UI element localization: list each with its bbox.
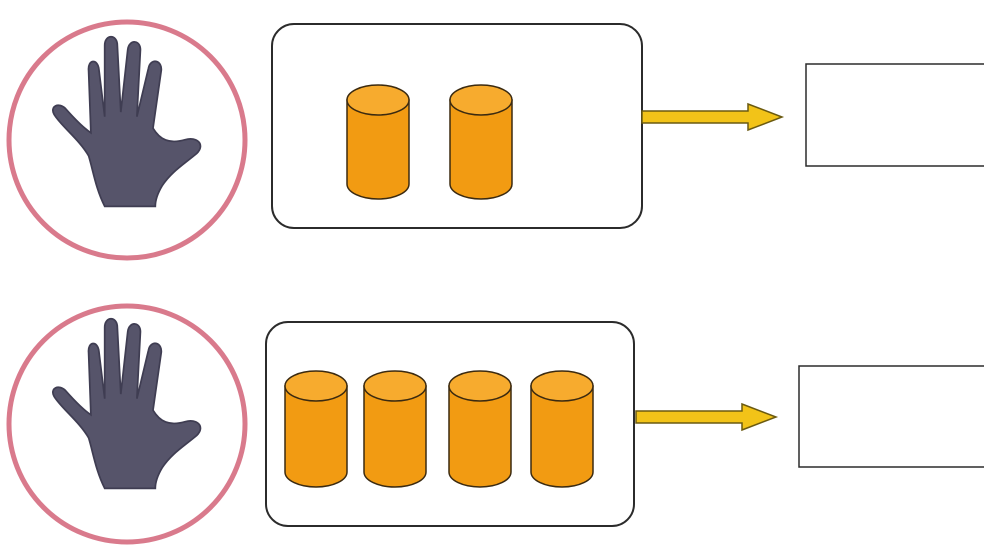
- cylinder-top: [449, 84, 513, 116]
- row-1: [6, 19, 984, 261]
- right-arrow-icon: [641, 102, 785, 132]
- cylinder-icon: [284, 370, 348, 488]
- cylinder-icon: [448, 370, 512, 488]
- cylinder-body: [346, 99, 410, 200]
- cylinder-icon: [363, 370, 427, 488]
- cylinder-top: [284, 370, 348, 402]
- answer-box-1[interactable]: [805, 63, 984, 167]
- hand-circle-2: [6, 303, 248, 545]
- cylinder-icon: [449, 84, 513, 200]
- open-hand-icon: [51, 35, 202, 208]
- hand-circle-1: [6, 19, 248, 261]
- circle-ring: [6, 19, 248, 261]
- cylinder-icon: [530, 370, 594, 488]
- cylinder-body: [530, 385, 594, 488]
- cylinder-top: [530, 370, 594, 402]
- cylinder-group-2: [284, 370, 594, 488]
- row-2: [6, 303, 984, 545]
- cylinder-top: [448, 370, 512, 402]
- cylinder-top: [363, 370, 427, 402]
- circle-ring: [6, 303, 248, 545]
- open-hand-icon: [51, 317, 202, 490]
- cylinder-group-1: [346, 84, 513, 200]
- answer-box-2[interactable]: [798, 365, 984, 468]
- cylinder-body: [284, 385, 348, 488]
- cylinder-body: [363, 385, 427, 488]
- cylinder-body: [448, 385, 512, 488]
- cylinder-icon: [346, 84, 410, 200]
- cylinder-body: [449, 99, 513, 200]
- right-arrow-icon: [635, 402, 779, 432]
- cylinder-top: [346, 84, 410, 116]
